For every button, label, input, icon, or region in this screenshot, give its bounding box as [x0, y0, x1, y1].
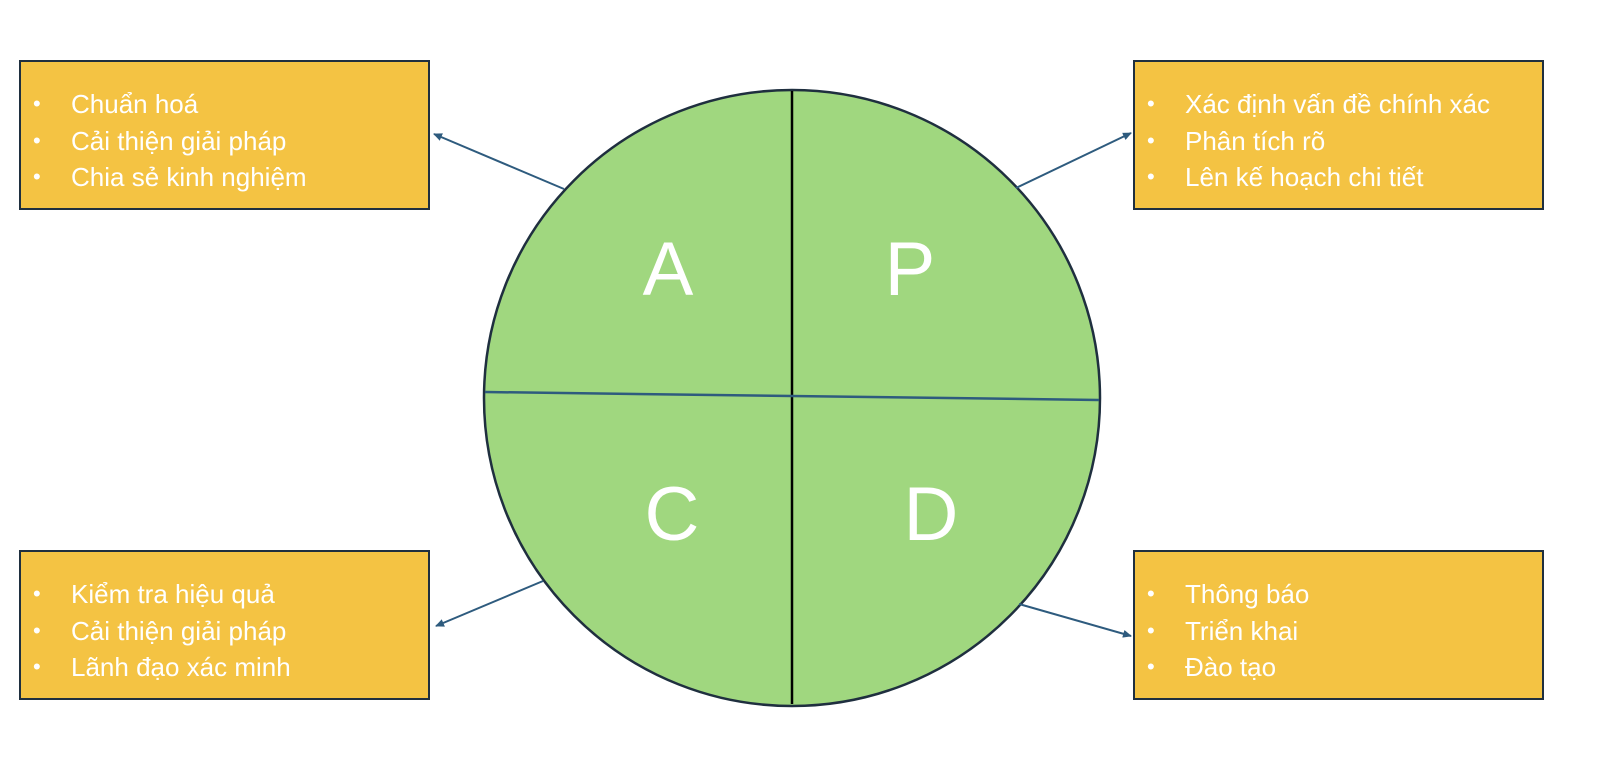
list-item: • Thông báo: [1135, 576, 1542, 613]
list-item: • Kiểm tra hiệu quả: [21, 576, 428, 613]
bullet: •: [1147, 91, 1155, 116]
do-list: • Thông báo • Triển khai • Đào tạo: [1135, 552, 1542, 686]
bullet: •: [33, 654, 41, 679]
list-item: • Xác định vấn đề chính xác: [1135, 86, 1542, 123]
bullet: •: [33, 617, 41, 643]
list-item-text: Đào tạo: [1185, 652, 1277, 682]
list-item: • Lãnh đạo xác minh: [21, 649, 428, 686]
bullet: •: [33, 91, 41, 116]
check-list: •Kiểm tra hiệu quả •Cải thiện giải pháp …: [21, 552, 428, 686]
arrow-a: [433, 133, 565, 190]
list-item: • Lên kế hoạch chi tiết: [1135, 159, 1542, 196]
list-item-text: Triển khai: [1185, 615, 1299, 646]
bullet: •: [1147, 654, 1155, 679]
list-item-text: Cải thiện giải pháp: [71, 125, 287, 156]
bullet: •: [33, 127, 41, 153]
box-do: • Thông báo • Triển khai • Đào tạo: [1133, 550, 1544, 700]
list-item-text: Chia sẻ kinh nghiệm: [71, 162, 307, 192]
box-plan: • Xác định vấn đề chính xác • Phân tích rõ…: [1133, 60, 1544, 210]
bullet: •: [33, 581, 41, 606]
list-item-text: Chuẩn hoá: [71, 89, 199, 119]
list-item: • Triển khai: [1135, 613, 1542, 650]
list-item: • Chuẩn hoá: [21, 86, 428, 123]
list-item: • Cải thiện giải pháp: [21, 613, 428, 650]
list-item: • Cải thiện giải pháp: [21, 123, 428, 160]
arrow-p: [1015, 132, 1132, 189]
quadrant-a-letter: A: [643, 227, 694, 312]
bullet: •: [1147, 581, 1155, 606]
quadrant-c-letter: C: [645, 472, 700, 557]
list-item: • Chia sẻ kinh nghiệm: [21, 159, 428, 196]
list-item-text: Cải thiện giải pháp: [71, 615, 287, 646]
horizontal-divider: [484, 390, 1100, 402]
plan-list: • Xác định vấn đề chính xác • Phân tích rõ…: [1135, 62, 1542, 196]
act-list: • Chuẩn hoá • Cải thiện giải pháp • Chia sẻ…: [21, 62, 428, 196]
box-act: • Chuẩn hoá • Cải thiện giải pháp • Chia sẻ…: [19, 60, 430, 210]
bullet: •: [1147, 617, 1155, 643]
quadrant-d-letter: D: [904, 472, 959, 557]
list-item-text: Kiểm tra hiệu quả: [71, 579, 275, 609]
list-item-text: Thông báo: [1185, 579, 1310, 609]
list-item: • Đào tạo: [1135, 649, 1542, 686]
list-item-text: Phân tích rõ: [1185, 125, 1326, 156]
list-item-text: Lên kế hoạch chi tiết: [1185, 162, 1424, 192]
bullet: •: [1147, 164, 1155, 189]
bullet: •: [33, 164, 41, 189]
arrow-c: [435, 580, 544, 627]
quadrant-p-letter: P: [885, 227, 936, 312]
arrow-d: [1018, 603, 1132, 638]
bullet: •: [1147, 127, 1155, 153]
box-check: •Kiểm tra hiệu quả •Cải thiện giải pháp …: [19, 550, 430, 700]
list-item: • Phân tích rõ: [1135, 123, 1542, 160]
list-item-text: Lãnh đạo xác minh: [71, 652, 291, 682]
list-item-text: Xác định vấn đề chính xác: [1185, 89, 1490, 119]
